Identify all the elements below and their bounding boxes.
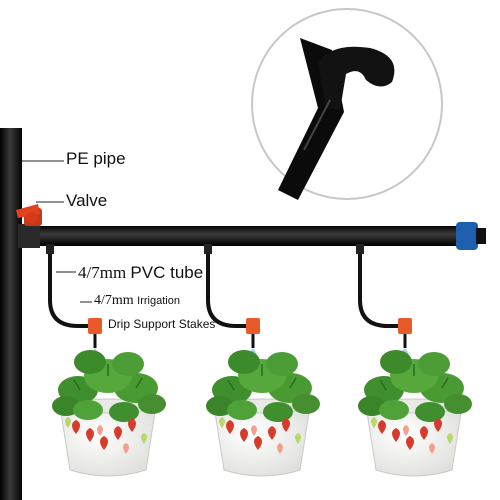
pvc-tube-text: PVC tube [130,263,204,282]
valve-label: Valve [66,191,108,210]
stake-hook-closeup [251,8,443,200]
strawberry-plant-icon [357,349,473,477]
strawberry-plant-icon [51,349,167,477]
irrigation-size: 4/7mm [94,293,134,308]
irrigation-label: 4/7mm Irrigation [94,294,180,308]
drip-stakes [88,318,412,354]
strawberry-plant-icon [205,349,321,477]
pe-pipe-label: PE pipe [66,149,126,168]
pe-pipe [0,128,22,500]
pvc-size: 4/7mm [78,263,127,282]
irrigation-text: Irrigation [137,295,180,307]
pe-pipe-horizontal [32,226,472,246]
pvc-tubes [48,246,402,328]
drip-stakes-label: Drip Support Stakes [108,317,216,331]
end-cap [456,222,478,250]
pvc-tube-label: 4/7mm PVC tube [78,264,203,281]
valve-icon [16,204,42,226]
